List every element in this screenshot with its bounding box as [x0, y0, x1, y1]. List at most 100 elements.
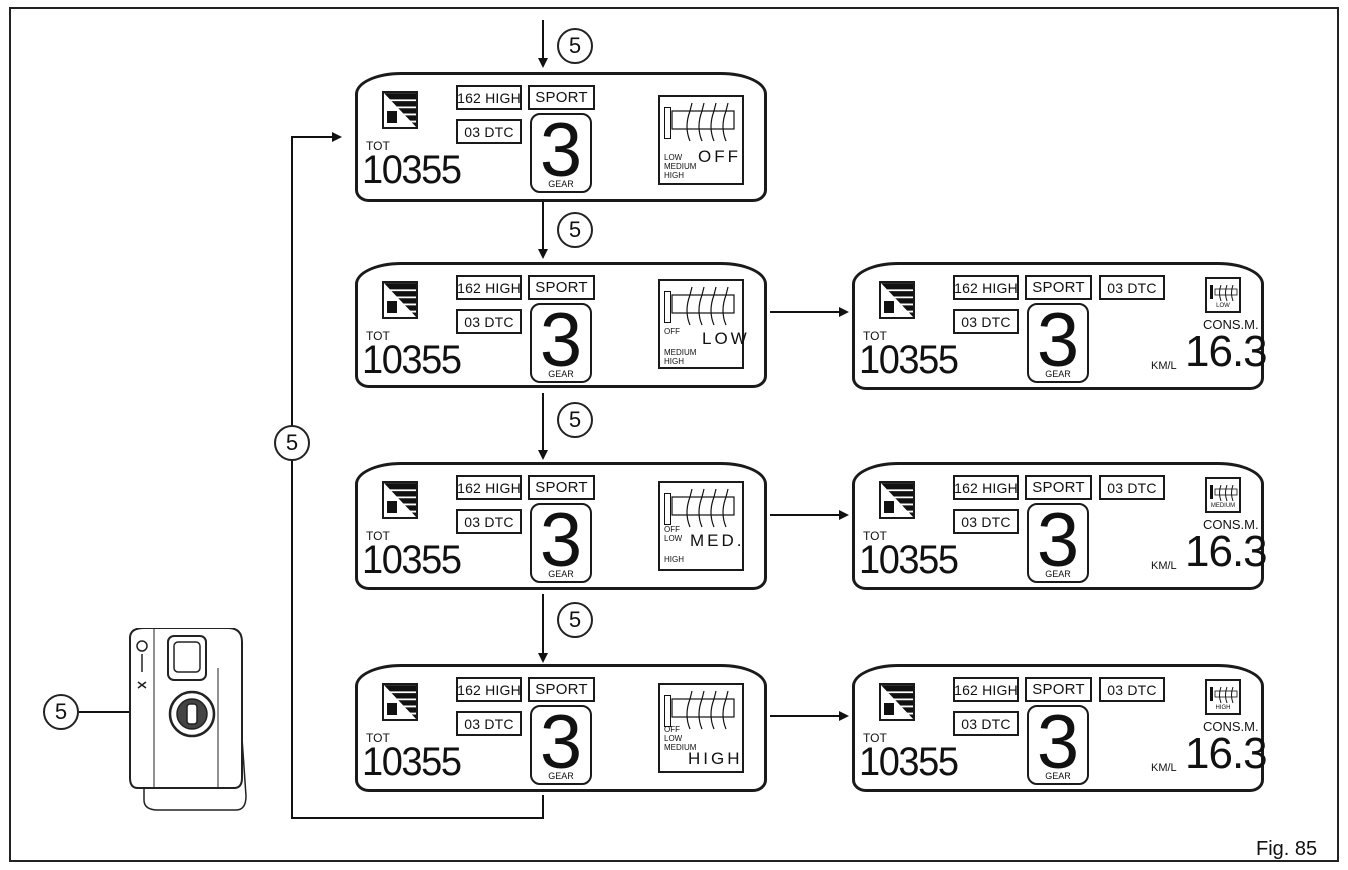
- level-bar: [664, 107, 671, 139]
- dtc-box: 03 DTC: [953, 309, 1019, 334]
- odo-label: TOT: [366, 329, 390, 343]
- odo-value: 10355: [859, 338, 959, 382]
- dtc-box: 03 DTC: [456, 309, 522, 334]
- dtc-box: 03 DTC: [456, 711, 522, 736]
- gear-label: GEAR: [548, 771, 574, 781]
- gear-value: 3: [539, 108, 583, 193]
- gear-value: 3: [539, 700, 583, 785]
- dtc-box: 03 DTC: [953, 711, 1019, 736]
- gear-label: GEAR: [548, 369, 574, 379]
- speed-box: 162 HIGH: [953, 475, 1019, 500]
- odo-label: TOT: [366, 139, 390, 153]
- consumption-label: CONS.M.: [1203, 517, 1259, 532]
- traction-mode: MED.: [690, 531, 745, 550]
- consumption-unit: KM/L: [1151, 762, 1177, 774]
- dtc-box: 03 DTC: [1099, 275, 1165, 300]
- traction-small-icon: LOW: [1205, 277, 1241, 313]
- traction-small-icon: MEDIUM: [1205, 477, 1241, 513]
- odo-label: TOT: [863, 731, 887, 745]
- gear-value: 3: [1036, 498, 1080, 583]
- dashboard-display-consumption: 162 HIGH SPORT 03 DTC 03 DTC TOT 10355 3…: [852, 462, 1268, 590]
- dashboard-display-consumption: 162 HIGH SPORT 03 DTC 03 DTC TOT 10355 3…: [852, 262, 1268, 390]
- step-callout: 5: [557, 28, 593, 64]
- speed-box: 162 HIGH: [456, 275, 522, 300]
- fuel-gauge-icon: [879, 481, 915, 519]
- gear-value: 3: [539, 298, 583, 383]
- fuel-pump-icon: [387, 703, 397, 715]
- speed-box: 162 HIGH: [456, 475, 522, 500]
- consumption-label: CONS.M.: [1203, 317, 1259, 332]
- mode-box: SPORT: [528, 677, 595, 702]
- loop-callout: 5: [274, 425, 310, 461]
- odo-value: 10355: [362, 148, 462, 192]
- level-bar: [664, 695, 671, 727]
- fuel-gauge-icon: [382, 91, 418, 129]
- level-bar: [664, 291, 671, 323]
- fuel-pump-icon: [387, 111, 397, 123]
- dtc-box: 03 DTC: [953, 509, 1019, 534]
- odo-value: 10355: [362, 338, 462, 382]
- fuel-pump-icon: [884, 703, 894, 715]
- step-callout: 5: [557, 402, 593, 438]
- consumption-value: 16.3: [1185, 729, 1268, 778]
- figure-frame: [9, 7, 1339, 862]
- traction-mode: LOW: [702, 329, 750, 348]
- traction-icon: [671, 488, 735, 528]
- fuel-gauge-icon: [879, 683, 915, 721]
- dashboard-display-consumption: 162 HIGH SPORT 03 DTC 03 DTC TOT 10355 3…: [852, 664, 1268, 792]
- gear-label: GEAR: [1045, 569, 1071, 579]
- odo-value: 10355: [859, 538, 959, 582]
- figure-label: Fig. 85: [1256, 838, 1318, 860]
- fuel-gauge-icon: [879, 281, 915, 319]
- gear-label: GEAR: [548, 569, 574, 579]
- dtc-box: 03 DTC: [456, 119, 522, 144]
- fuel-gauge-icon: [382, 281, 418, 319]
- consumption-value: 16.3: [1185, 527, 1268, 576]
- mode-box: SPORT: [528, 85, 595, 110]
- odo-label: TOT: [366, 731, 390, 745]
- gear-value: 3: [1036, 700, 1080, 785]
- step-callout: 5: [557, 602, 593, 638]
- consumption-value: 16.3: [1185, 327, 1268, 376]
- odo-label: TOT: [863, 329, 887, 343]
- consumption-label: CONS.M.: [1203, 719, 1259, 734]
- fuel-gauge-icon: [382, 683, 418, 721]
- odo-value: 10355: [362, 740, 462, 784]
- consumption-unit: KM/L: [1151, 360, 1177, 372]
- traction-small-icon: HIGH: [1205, 679, 1241, 715]
- speed-box: 162 HIGH: [456, 677, 522, 702]
- dtc-box: 03 DTC: [1099, 475, 1165, 500]
- mode-box: SPORT: [1025, 275, 1092, 300]
- consumption-unit: KM/L: [1151, 560, 1177, 572]
- odo-label: TOT: [366, 529, 390, 543]
- mode-box: SPORT: [528, 475, 595, 500]
- gear-value: 3: [1036, 298, 1080, 383]
- gear-label: GEAR: [1045, 771, 1071, 781]
- dtc-box: 03 DTC: [1099, 677, 1165, 702]
- traction-mode: HIGH: [688, 749, 743, 768]
- fuel-gauge-icon: [382, 481, 418, 519]
- odo-value: 10355: [362, 538, 462, 582]
- speed-box: 162 HIGH: [953, 275, 1019, 300]
- mode-box: SPORT: [1025, 677, 1092, 702]
- fuel-pump-icon: [387, 501, 397, 513]
- mode-box: SPORT: [1025, 475, 1092, 500]
